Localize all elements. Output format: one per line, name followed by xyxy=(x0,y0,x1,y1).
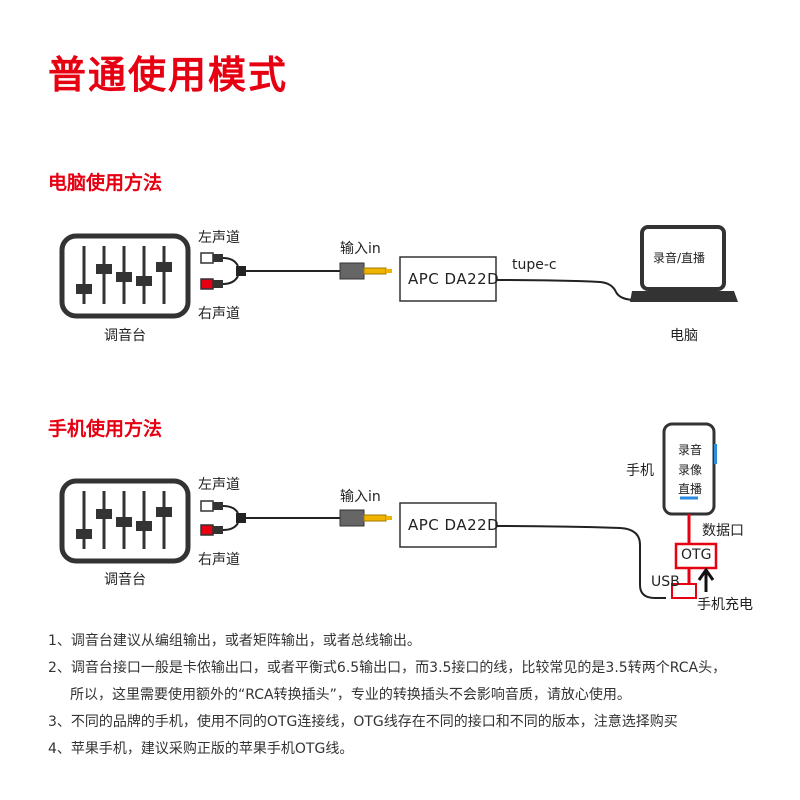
phone-app-video: 录像 xyxy=(678,463,703,477)
audio-jack-icon xyxy=(339,262,392,280)
audio-jack-icon xyxy=(339,509,392,527)
note-2: 2、调音台接口一般是卡侬输出口，或者平衡式6.5输出口，而3.5接口的线，比较常… xyxy=(48,660,727,676)
pc-cable-label: tupe-c xyxy=(512,257,557,273)
pc-mixer-label: 调音台 xyxy=(104,328,146,344)
pc-computer-label: 电脑 xyxy=(670,328,698,344)
data-port-label: 数据口 xyxy=(702,523,744,539)
pc-device-label: APC DA22D xyxy=(408,270,500,288)
phone-input-label: 输入in xyxy=(340,489,381,505)
pc-input-label: 输入in xyxy=(340,241,381,257)
type-c-cable xyxy=(495,279,637,301)
charging-arrow-icon xyxy=(697,567,715,592)
pc-screen-text: 录音/直播 xyxy=(653,251,706,265)
phone-app-live: 直播 xyxy=(678,482,703,496)
usb-cable xyxy=(495,525,666,599)
phone-section-heading: 手机使用方法 xyxy=(48,418,163,440)
phone-label: 手机 xyxy=(626,463,654,479)
rca-plugs-icon xyxy=(200,252,246,290)
apc-da22d-device xyxy=(399,256,497,302)
pc-connection-diagram xyxy=(59,225,738,319)
note-1: 1、调音台建议从编组输出，或者矩阵输出，或者总线输出。 xyxy=(48,633,421,649)
rca-plugs-icon xyxy=(200,500,246,536)
laptop-icon xyxy=(630,225,738,302)
charging-label: 手机充电 xyxy=(697,597,753,613)
note-2-continued: 所以，这里需要使用额外的“RCA转换插头”，专业的转换插头不会影响音质，请放心使… xyxy=(70,687,631,703)
usage-notes: 1、调音台建议从编组输出，或者矩阵输出，或者总线输出。 2、调音台接口一般是卡侬… xyxy=(48,628,768,763)
note-4: 4、苹果手机，建议采购正版的苹果手机OTG线。 xyxy=(48,741,354,757)
page-title: 普通使用模式 xyxy=(48,53,289,97)
phone-left-channel-label: 左声道 xyxy=(198,477,240,493)
phone-right-channel-label: 右声道 xyxy=(198,552,240,568)
mixer-icon xyxy=(59,478,191,564)
usb-label: USB xyxy=(651,574,680,590)
phone-device-label: APC DA22D xyxy=(408,516,500,534)
phone-app-record: 录音 xyxy=(678,443,703,457)
note-3: 3、不同的品牌的手机，使用不同的OTG连接线，OTG线存在不同的接口和不同的版本… xyxy=(48,714,678,730)
pc-left-channel-label: 左声道 xyxy=(198,230,240,246)
otg-label: OTG xyxy=(681,547,712,563)
pc-right-channel-label: 右声道 xyxy=(198,306,240,322)
phone-mixer-label: 调音台 xyxy=(104,572,146,588)
pc-section-heading: 电脑使用方法 xyxy=(48,172,163,194)
otg-adapter xyxy=(674,542,718,570)
mixer-icon xyxy=(59,233,191,319)
phone-connection-diagram xyxy=(59,422,718,599)
apc-da22d-device xyxy=(399,502,497,548)
